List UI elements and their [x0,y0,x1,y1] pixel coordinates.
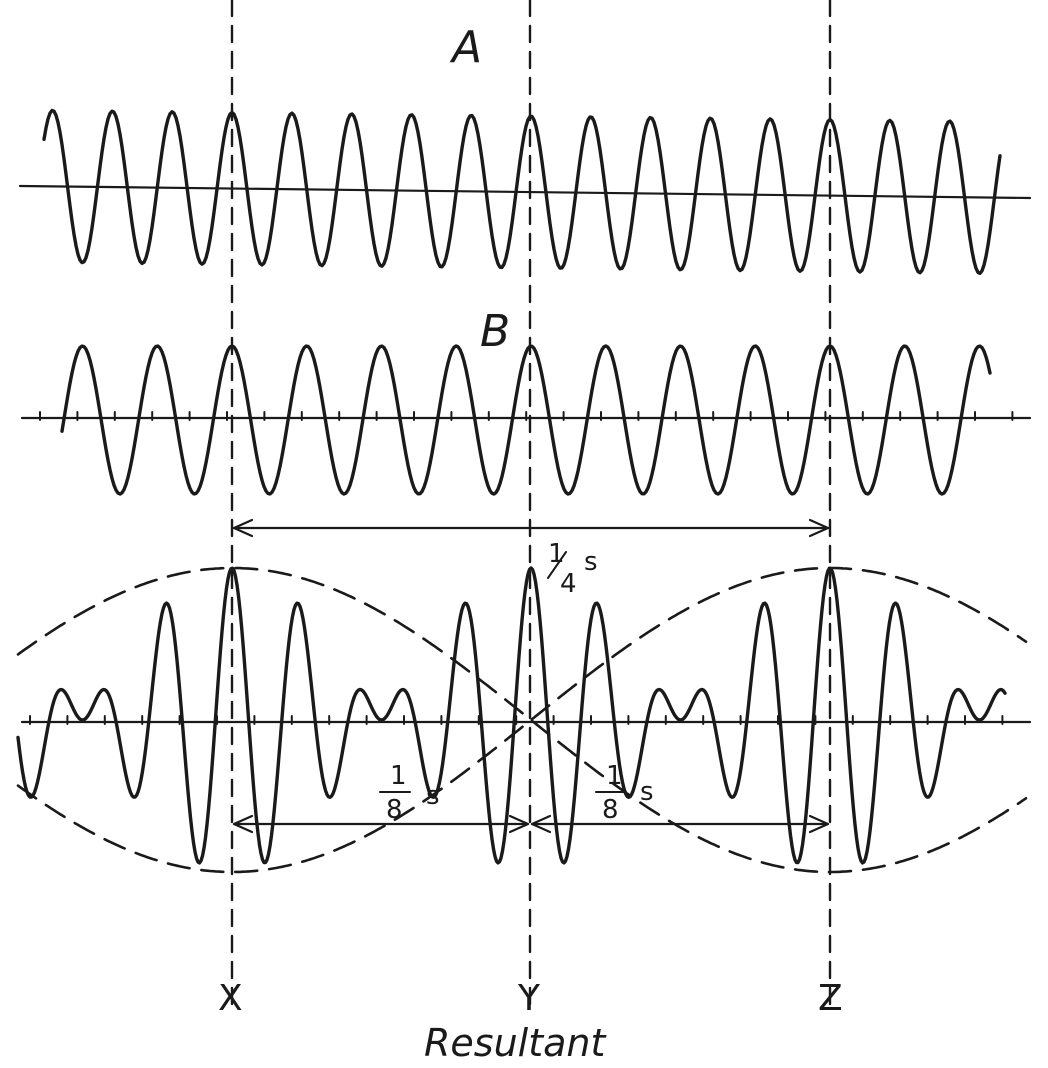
wave-a-axis [18,184,1032,200]
svg-text:s: s [426,781,440,811]
resultant-ticks [29,715,1004,725]
eighth-second-label-left: 1 8 s [379,761,440,825]
svg-text:1: 1 [390,761,407,791]
resultant-caption: Resultant [424,1021,607,1065]
y-marker-label: Y [517,978,541,1019]
envelope-lower [16,718,1028,874]
wave-a-curve [42,108,1002,275]
svg-text:4: 4 [560,569,577,599]
x-marker-label: X [218,978,243,1019]
quarter-second-arrow [232,518,830,538]
eighth-second-arrow-right [530,814,830,834]
svg-text:s: s [584,547,598,577]
svg-text:1: 1 [606,761,623,791]
eighth-second-arrow-left [232,814,530,834]
wave-b-label: B [480,306,510,357]
envelope-upper [16,566,1028,722]
svg-text:8: 8 [386,795,403,825]
wave-b-curve [60,344,992,496]
svg-text:s: s [640,777,654,807]
resultant-curve [16,566,1007,865]
z-marker-label: Z [818,978,843,1019]
eighth-second-label-right: 1 8 s [595,761,654,825]
wave-a-label: A [449,22,482,73]
quarter-second-label: 1 4 s [547,539,598,599]
wave-b-ticks [39,411,1014,421]
svg-text:8: 8 [602,795,619,825]
